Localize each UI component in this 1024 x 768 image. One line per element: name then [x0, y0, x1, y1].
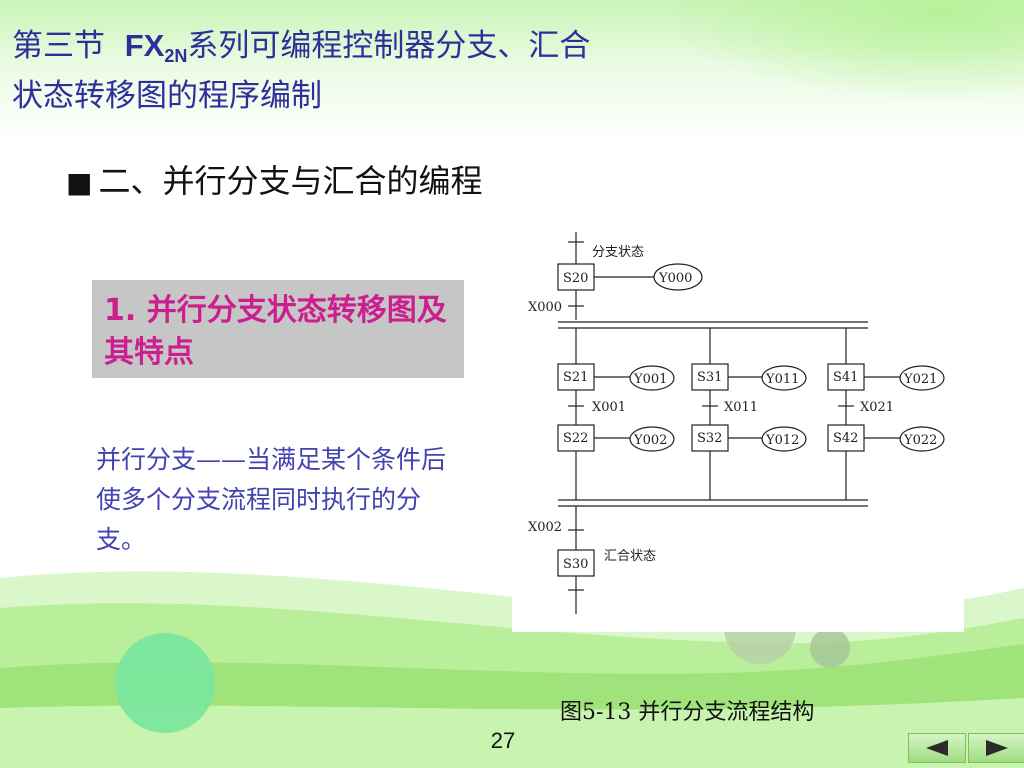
- step-s42: S42: [833, 431, 858, 446]
- step-s20: S20: [563, 271, 588, 286]
- condition-x001: X001: [592, 400, 626, 415]
- highlight-box-text: 1. 并行分支状态转移图及其特点: [104, 293, 447, 370]
- output-y011: Y011: [765, 372, 799, 387]
- step-s31: S31: [697, 370, 722, 385]
- condition-x021: X021: [860, 400, 894, 415]
- slide-title: 第三节 FX2N系列可编程控制器分支、汇合 状态转移图的程序编制: [12, 26, 590, 116]
- condition-x002: X002: [528, 520, 562, 535]
- output-y021: Y021: [903, 372, 937, 387]
- output-y000: Y000: [658, 271, 692, 286]
- sfc-diagram: 分支状态 S20 Y000 X000 S21 Y001 X001 S22 Y00…: [512, 218, 964, 632]
- highlight-box: 1. 并行分支状态转移图及其特点: [92, 280, 464, 378]
- figure-caption: 图5-13 并行分支流程结构: [560, 700, 815, 725]
- merge-state-label: 汇合状态: [604, 549, 656, 564]
- step-s32: S32: [697, 431, 722, 446]
- branch-state-label: 分支状态: [592, 245, 644, 260]
- previous-slide-button[interactable]: [908, 733, 966, 763]
- square-bullet-icon: ■: [66, 166, 93, 199]
- condition-x000: X000: [528, 300, 562, 315]
- step-s22: S22: [563, 431, 588, 446]
- definition-paragraph: 并行分支——当满足某个条件后使多个分支流程同时执行的分支。: [96, 445, 447, 554]
- sfc-diagram-svg: 分支状态 S20 Y000 X000 S21 Y001 X001 S22 Y00…: [528, 232, 945, 614]
- output-y012: Y012: [765, 433, 799, 448]
- title-prefix: 第三节: [12, 28, 105, 64]
- output-y022: Y022: [903, 433, 937, 448]
- title-line-2: 状态转移图的程序编制: [12, 78, 322, 114]
- triangle-right-icon: [986, 740, 1008, 756]
- bottom-decoration: [0, 571, 1024, 768]
- page-number: 27: [490, 728, 516, 753]
- output-y002: Y002: [633, 433, 667, 448]
- step-s21: S21: [563, 370, 588, 385]
- title-line-1: 第三节 FX2N系列可编程控制器分支、汇合: [12, 26, 590, 76]
- condition-x011: X011: [724, 400, 758, 415]
- step-s41: S41: [833, 370, 858, 385]
- next-slide-button[interactable]: [968, 733, 1024, 763]
- title-rest: 系列可编程控制器分支、汇合: [187, 28, 591, 64]
- step-s30: S30: [563, 557, 588, 572]
- section-heading-text: 二、并行分支与汇合的编程: [98, 162, 483, 200]
- header-background: [0, 0, 1024, 140]
- section-heading: ■二、并行分支与汇合的编程: [66, 156, 482, 202]
- title-fx: FX: [124, 28, 165, 63]
- triangle-left-icon: [926, 740, 948, 756]
- title-subscript: 2N: [164, 46, 188, 66]
- output-y001: Y001: [633, 372, 667, 387]
